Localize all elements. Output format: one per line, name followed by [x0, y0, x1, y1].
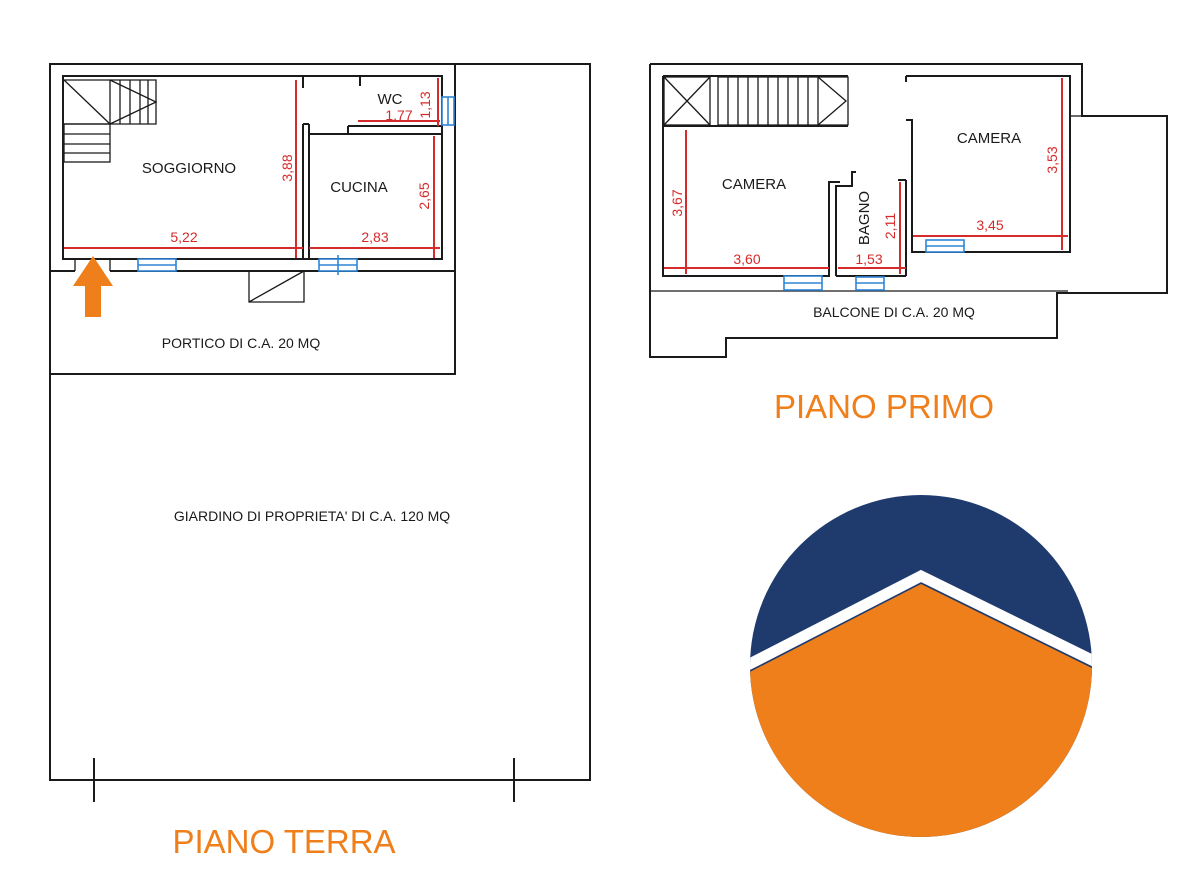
room-label-bedroom-left: CAMERA: [722, 176, 786, 193]
entry-step-line: [248, 270, 305, 303]
garden-label: GIARDINO DI PROPRIETA' DI C.A. 120 MQ: [174, 508, 450, 524]
window: [925, 239, 965, 253]
dimension-label: 2,83: [361, 229, 388, 245]
garden-boundary: [49, 63, 591, 781]
room-label-wc: WC: [378, 91, 403, 108]
dimension-label: 5,22: [170, 229, 197, 245]
balcony-label: BALCONE DI C.A. 20 MQ: [813, 304, 975, 320]
entrance-arrow-icon: [73, 256, 113, 317]
dimension-label: 3,45: [976, 217, 1003, 233]
staircase: [63, 79, 158, 163]
window: [137, 258, 177, 272]
first-floor-plan: CAMERA CAMERA BAGNO BALCONE DI C.A. 20 M…: [649, 63, 1168, 425]
window: [318, 255, 358, 275]
bathroom-walls: [835, 171, 856, 276]
porch-outline: [50, 64, 456, 375]
agency-logo-icon: [750, 495, 1092, 837]
ground-floor-title: PIANO TERRA: [172, 823, 395, 860]
first-floor-title: PIANO PRIMO: [774, 388, 994, 425]
dimension-label: 3,53: [1044, 146, 1060, 173]
entry-step: [248, 270, 305, 303]
house-inner-outline: [62, 75, 443, 260]
dimension-label: 2,11: [882, 213, 898, 239]
window: [783, 275, 823, 291]
porch-label: PORTICO DI C.A. 20 MQ: [162, 335, 321, 351]
room-label-bedroom-right: CAMERA: [957, 130, 1021, 147]
dimension-label: 3,88: [279, 154, 295, 181]
bedroom-left-walls: [662, 126, 840, 277]
window: [441, 96, 455, 126]
dimension-label: 3,60: [733, 251, 760, 267]
dimension-label: 1,53: [855, 251, 882, 267]
room-label-kitchen: CUCINA: [330, 179, 388, 196]
staircase: [663, 76, 849, 126]
room-label-living: SOGGIORNO: [142, 160, 236, 177]
dimension-label: 3,67: [669, 189, 685, 216]
ground-floor-plan: SOGGIORNO CUCINA WC PORTICO DI C.A. 20 M…: [49, 63, 591, 860]
bedroom-right-walls: [906, 75, 1071, 253]
dimension-label: 1,77: [385, 107, 412, 123]
dimension-label: 2,65: [416, 182, 432, 209]
first-floor-outline: [649, 63, 1168, 358]
window: [855, 276, 885, 291]
room-label-bathroom: BAGNO: [856, 191, 873, 245]
dimension-label: 1,13: [417, 91, 433, 118]
